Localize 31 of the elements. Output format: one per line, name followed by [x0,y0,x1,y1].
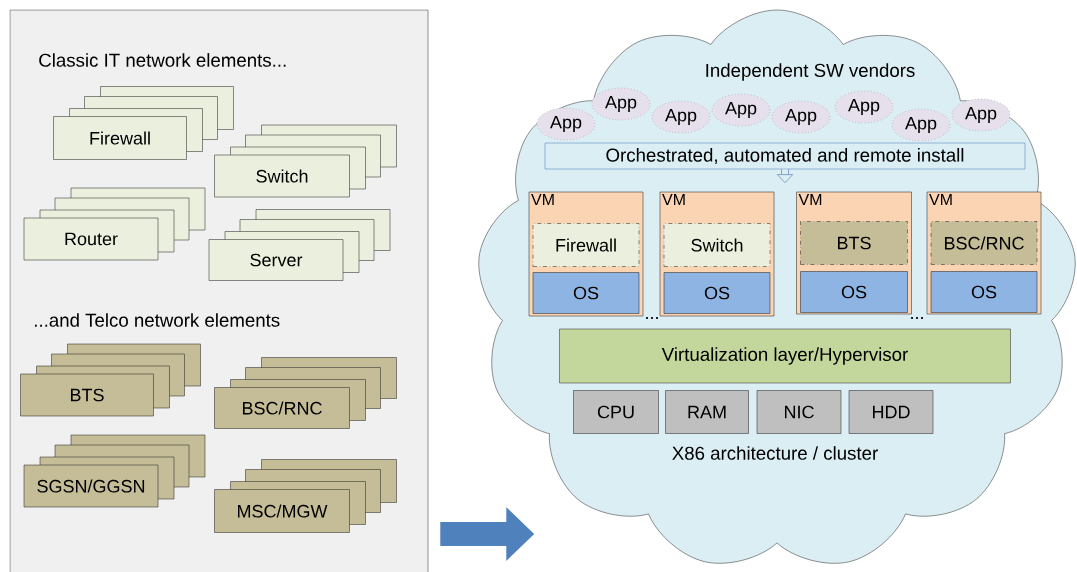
stacked-box: MSC/MGW [214,459,397,533]
ellipsis: ... [911,317,923,319]
install-box: Orchestrated, automated and remote install [544,142,1026,170]
os-box: OS [800,271,908,313]
arrow [776,169,794,184]
stacked-box: Switch [214,124,397,198]
hardware-box: RAM [665,390,749,434]
hardware-box: HDD [848,390,934,434]
node-label: Switch [256,169,308,183]
cloud-text: Independent SW vendors [706,63,915,81]
hardware-box: CPU [573,390,659,434]
stacked-box: Server [208,209,391,281]
stacked-box: BSC/RNC [214,357,397,429]
function-box: Firewall [532,223,640,267]
stacked-box: SGSN/GGSN [23,434,206,508]
os-box: OS [663,272,771,314]
cloud-text: X86 architecture / cluster [672,446,878,460]
stacked-box: BTS [20,343,201,417]
stacked-box: Firewall [53,86,234,160]
node-label: MSC/MGW [238,504,328,518]
function-box: BTS [800,221,908,265]
os-box: OS [532,272,640,314]
heading: Classic IT network elements... [39,53,286,67]
function-box: BSC/RNC [930,221,1038,265]
os-box: OS [930,271,1038,313]
function-box: Switch [663,223,771,267]
hardware-box: NIC [756,390,842,434]
heading: ...and Telco network elements [35,313,280,327]
stacked-box: Router [23,187,206,261]
hypervisor-bar: Virtualization layer/Hypervisor [559,328,1011,384]
ellipsis: ... [646,317,658,319]
